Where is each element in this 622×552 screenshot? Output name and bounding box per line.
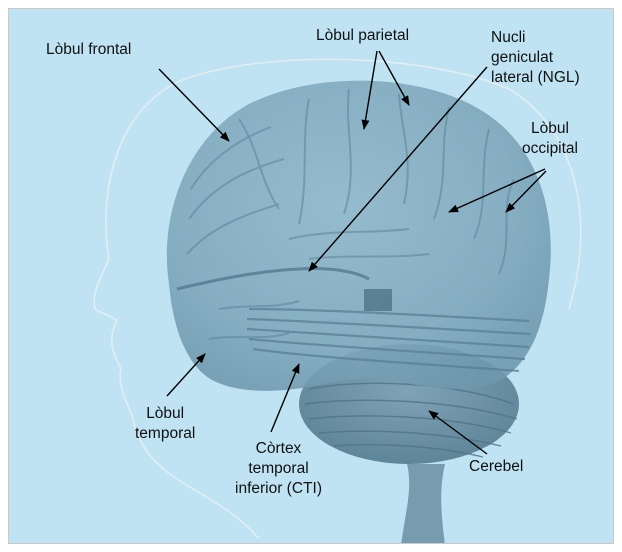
label-frontal-lobe: Lòbul frontal — [46, 40, 131, 60]
arrow-temporal — [167, 354, 205, 396]
label-parietal-lobe: Lòbul parietal — [316, 26, 409, 46]
label-cerebellum: Cerebel — [469, 457, 523, 477]
label-ngl-line-1: Nucli — [491, 28, 580, 48]
cerebrum-shape — [167, 81, 551, 391]
label-temporal-line-1: Lòbul — [135, 404, 195, 424]
label-occipital-lobe: Lòbul occipital — [522, 119, 578, 159]
label-cti-line-2: temporal — [235, 459, 322, 479]
label-occipital-line-2: occipital — [522, 139, 578, 159]
label-ngl-line-2: geniculat — [491, 48, 580, 68]
brain-figure: Lòbul frontal Lòbul parietal Nucli genic… — [8, 8, 614, 544]
label-ngl-line-3: lateral (NGL) — [491, 68, 580, 88]
label-temporal-lobe: Lòbul temporal — [135, 404, 195, 444]
label-inferior-temporal-cortex: Còrtex temporal inferior (CTI) — [235, 439, 322, 499]
arrow-frontal — [159, 69, 229, 141]
label-cti-line-3: inferior (CTI) — [235, 479, 322, 499]
label-occipital-line-1: Lòbul — [522, 119, 578, 139]
label-cti-line-1: Còrtex — [235, 439, 322, 459]
label-lateral-geniculate-nucleus: Nucli geniculat lateral (NGL) — [491, 28, 580, 88]
label-temporal-line-2: temporal — [135, 424, 195, 444]
